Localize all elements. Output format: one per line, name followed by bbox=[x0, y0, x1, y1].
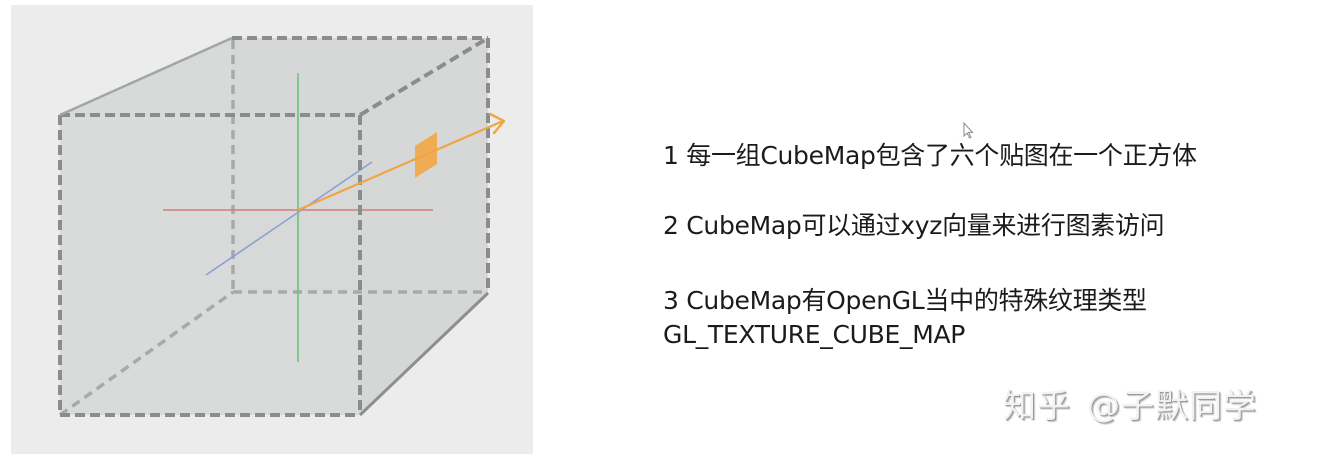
direction-vector-arrowhead-icon bbox=[488, 112, 506, 135]
cube-edge-top-left bbox=[59, 36, 233, 117]
cube-edge-bottom-right bbox=[358, 291, 490, 417]
note-item-3-code: GL_TEXTURE_CUBE_MAP bbox=[663, 320, 966, 349]
note-item-2: 2 CubeMap可以通过xyz向量来进行图素访问 bbox=[663, 211, 1165, 240]
cube-visible-edges bbox=[58, 36, 490, 417]
note-item-3: 3 CubeMap有OpenGL当中的特殊纹理类型 bbox=[663, 286, 1147, 315]
note-item-1: 1 每一组CubeMap包含了六个贴图在一个正方体 bbox=[663, 141, 1197, 170]
watermark: 知乎 @子默同学 bbox=[1003, 386, 1257, 426]
direction-vector-line bbox=[297, 119, 504, 212]
cube-hidden-edges bbox=[58, 40, 488, 417]
watermark-author: @子默同学 bbox=[1087, 386, 1257, 425]
z-axis-line bbox=[205, 161, 373, 276]
mouse-cursor-icon bbox=[963, 122, 974, 139]
cube-front-face bbox=[60, 115, 360, 415]
watermark-platform: 知乎 bbox=[1003, 386, 1071, 425]
